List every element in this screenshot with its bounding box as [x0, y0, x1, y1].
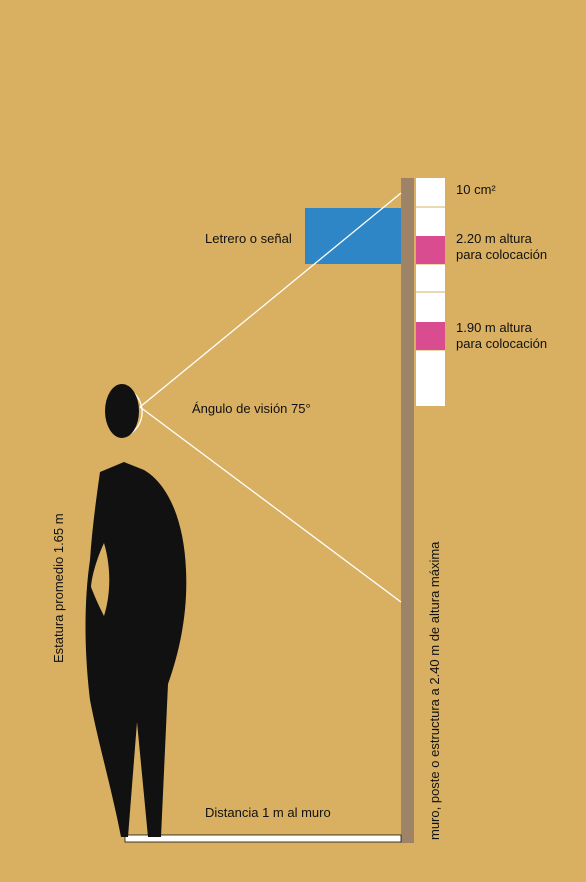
- wall-label: muro, poste o estructura a 2.40 m de alt…: [427, 541, 442, 840]
- marker-2-20m: [416, 236, 445, 264]
- lower-sight-line: [139, 406, 402, 603]
- sign-board: [305, 208, 401, 264]
- height-1-90-line2: para colocación: [456, 336, 547, 351]
- sign-label: Letrero o señal: [205, 231, 292, 246]
- scale-unit-label: 10 cm²: [456, 182, 496, 197]
- distance-label: Distancia 1 m al muro: [205, 805, 331, 820]
- marker-1-90m: [416, 322, 445, 350]
- height-2-20-line2: para colocación: [456, 247, 547, 262]
- wall-post: [401, 178, 414, 843]
- upper-sight-line: [139, 192, 402, 408]
- height-2-20-line1: 2.20 m altura: [456, 231, 533, 246]
- measuring-scale: [416, 178, 445, 406]
- person-head: [105, 384, 139, 438]
- floor-distance-line: [124, 834, 402, 843]
- height-1-90-line1: 1.90 m altura: [456, 320, 533, 335]
- stature-label: Estatura promedio 1.65 m: [51, 513, 66, 663]
- person-silhouette: [85, 384, 187, 837]
- person-body: [85, 462, 187, 837]
- sight-lines: [139, 192, 402, 603]
- vision-angle-label: Ángulo de visión 75°: [192, 401, 311, 416]
